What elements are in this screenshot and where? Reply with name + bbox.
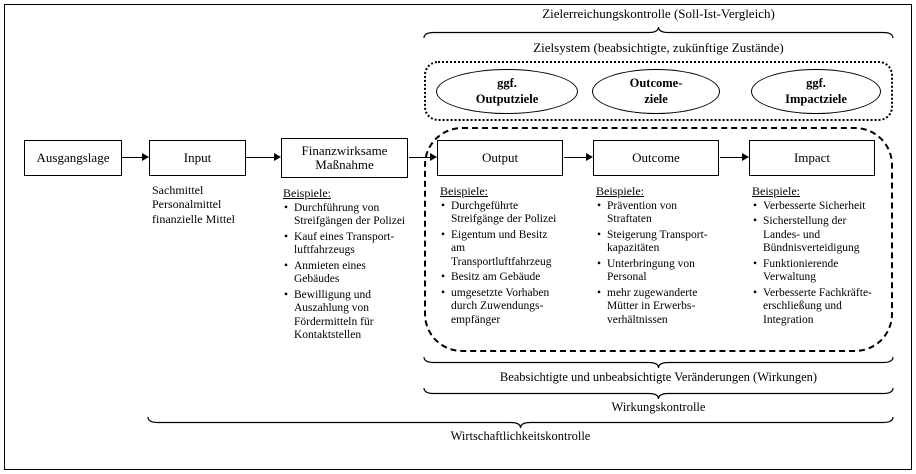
outcomeziele-ellipse: Outcome- ziele — [592, 69, 720, 114]
zielerreichungskontrolle-label: Zielerreichungskontrolle (Soll-Ist-Vergl… — [542, 6, 775, 21]
wirkungskontrolle-bracket — [423, 387, 894, 400]
list-item: Funktionierende Verwaltung — [752, 258, 878, 285]
list-item: Personalmittel — [152, 197, 222, 212]
zielerreichung-bracket — [423, 26, 894, 39]
box-outcome: Outcome — [593, 140, 719, 176]
outer-frame — [4, 4, 912, 470]
output-example-list: Durchgeführte Streifgänge der PolizeiEig… — [440, 200, 560, 327]
beispiele-heading: Beispiele: — [596, 184, 644, 198]
massnahme-examples: Beispiele: Durchführung von Streifgängen… — [283, 186, 410, 345]
list-item: Durchführung von Streifgängen der Polize… — [283, 202, 410, 229]
list-item: Unterbringung von Personal — [596, 258, 716, 285]
list-item: Steigerung Transport-kapazitäten — [596, 229, 716, 256]
list-item: mehr zugewanderte Mütter in Erwerbs-verh… — [596, 287, 716, 327]
wirkungskontrolle-label: Wirkungskontrolle — [611, 400, 706, 414]
list-item: Sachmittel — [152, 183, 204, 197]
outputziele-line2: Outputziele — [475, 91, 539, 106]
list-item: Prävention von Straftaten — [596, 200, 716, 227]
box-massnahme: Finanzwirksame Maßnahme — [281, 138, 408, 178]
list-item: Eigentum und Besitz am Transportluftfahr… — [440, 229, 560, 269]
outcomeziele-line2: ziele — [644, 91, 668, 106]
box-output: Output — [437, 140, 563, 176]
wirtschaftlichkeit-label: Wirtschaftlichkeitskontrolle — [450, 429, 591, 443]
list-item: umgesetzte Vorhaben durch Zuwendungs-emp… — [440, 287, 560, 327]
arrow-ausgangslage-input — [122, 152, 149, 163]
arrow-massnahme-output — [409, 152, 437, 163]
beispiele-heading: Beispiele: — [752, 184, 800, 198]
list-item: Besitz am Gebäude — [440, 271, 560, 285]
beispiele-heading: Beispiele: — [283, 186, 331, 200]
list-item: Bewilligung und Auszahlung von Fördermit… — [283, 289, 410, 343]
impactziele-line2: Impactziele — [785, 91, 847, 106]
wirkungen-bracket — [423, 356, 894, 369]
list-item: Kauf eines Transport-luftfahrzeugs — [283, 231, 410, 258]
impactziele-line1: ggf. — [806, 75, 826, 90]
beispiele-heading: Beispiele: — [440, 184, 488, 198]
impact-example-list: Verbesserte SicherheitSicherstellung der… — [752, 200, 878, 327]
list-item: finanzielle Mittel — [152, 211, 235, 226]
zielsystem-label: Zielsystem (beabsichtigte, zukünftige Zu… — [533, 40, 784, 55]
impactziele-ellipse: ggf. Impactziele — [751, 69, 881, 114]
arrow-input-massnahme — [246, 152, 281, 163]
outputziele-line1: ggf. — [497, 75, 517, 90]
arrow-outcome-impact — [720, 152, 749, 163]
arrow-output-outcome — [564, 152, 593, 163]
outcomeziele-line1: Outcome- — [629, 75, 683, 90]
impact-examples: Beispiele: Verbesserte SicherheitSichers… — [752, 184, 878, 329]
output-examples: Beispiele: Durchgeführte Streifgänge der… — [440, 184, 560, 329]
list-item: Verbesserte Fachkräfte-erschließung und … — [752, 287, 878, 327]
box-impact: Impact — [749, 140, 875, 176]
list-item: Durchgeführte Streifgänge der Polizei — [440, 200, 560, 227]
massnahme-example-list: Durchführung von Streifgängen der Polize… — [283, 202, 410, 343]
zielsystem-box — [424, 61, 893, 121]
wirkungen-label: Beabsichtigte und unbeabsichtigte Veränd… — [499, 370, 818, 384]
outputziele-ellipse: ggf. Outputziele — [436, 69, 578, 114]
box-ausgangslage: Ausgangslage — [24, 140, 122, 176]
outcome-example-list: Prävention von StraftatenSteigerung Tran… — [596, 200, 716, 327]
wirkungen-box — [424, 127, 893, 352]
list-item: Sicherstellung der Landes- und Bündnisve… — [752, 215, 878, 255]
outcome-examples: Beispiele: Prävention von StraftatenStei… — [596, 184, 716, 329]
list-item: Anmieten eines Gebäudes — [283, 260, 410, 287]
box-input: Input — [149, 140, 246, 176]
wirtschaftlichkeit-bracket — [147, 416, 894, 429]
list-item: Verbesserte Sicherheit — [752, 200, 878, 214]
